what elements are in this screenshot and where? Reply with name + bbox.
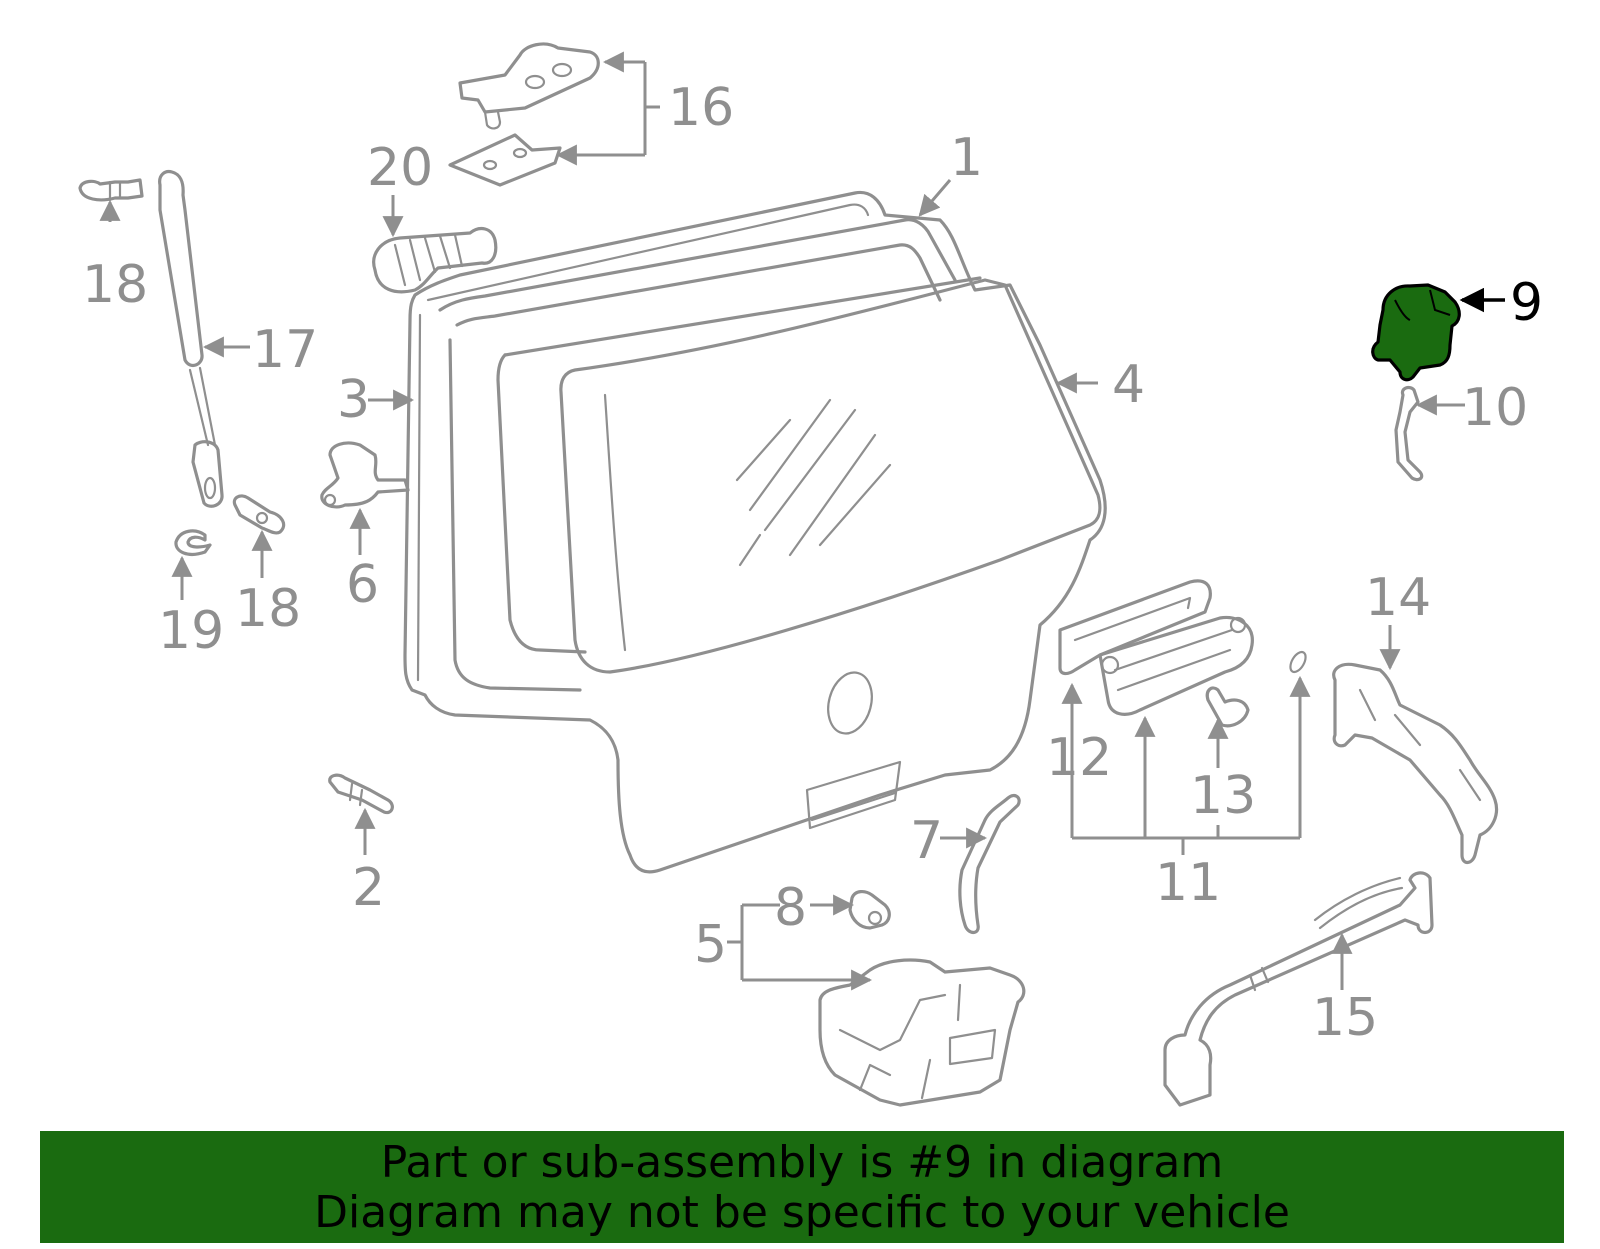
callout-6: 6 bbox=[346, 555, 379, 615]
rod-7 bbox=[958, 793, 1021, 935]
seal-11 bbox=[1289, 650, 1307, 674]
striker-6 bbox=[320, 441, 410, 509]
banner-line-disclaimer: Diagram may not be specific to your vehi… bbox=[314, 1187, 1290, 1238]
handle-bezel-12 bbox=[1058, 579, 1212, 676]
liftgate-assembly bbox=[403, 190, 1107, 874]
wiring-tube-20 bbox=[372, 226, 498, 294]
callout-18-upper: 18 bbox=[82, 255, 148, 315]
callout-labels: 16 20 1 18 17 3 4 6 18 19 2 7 8 5 12 13 … bbox=[82, 78, 1543, 1048]
callout-11: 11 bbox=[1155, 853, 1221, 913]
callout-2: 2 bbox=[352, 858, 385, 918]
door-lock-actuator-9 bbox=[1371, 283, 1461, 382]
callout-16: 16 bbox=[668, 78, 734, 138]
callout-7: 7 bbox=[910, 811, 943, 871]
actuator-rod-10 bbox=[1394, 385, 1424, 482]
lock-14 bbox=[1332, 662, 1499, 865]
callout-8: 8 bbox=[774, 878, 807, 938]
callout-5: 5 bbox=[694, 915, 727, 975]
cable-15 bbox=[1163, 871, 1434, 1107]
callout-10: 10 bbox=[1462, 378, 1528, 438]
info-banner: Part or sub-assembly is #9 in diagram Di… bbox=[40, 1131, 1564, 1243]
callout-20: 20 bbox=[367, 138, 433, 198]
hinge-16 bbox=[448, 42, 600, 187]
leader-lines bbox=[99, 51, 1505, 991]
callout-4: 4 bbox=[1112, 355, 1145, 415]
callout-13: 13 bbox=[1190, 766, 1256, 826]
callout-9: 9 bbox=[1510, 273, 1543, 333]
latch-5 bbox=[818, 958, 1026, 1107]
callout-1: 1 bbox=[950, 128, 983, 188]
callout-15: 15 bbox=[1312, 988, 1378, 1048]
clip-19 bbox=[174, 529, 212, 556]
handle-11 bbox=[1098, 615, 1254, 716]
callout-18-lower: 18 bbox=[235, 579, 301, 639]
callout-3: 3 bbox=[337, 370, 370, 430]
callout-17: 17 bbox=[252, 320, 318, 380]
callout-14: 14 bbox=[1365, 568, 1431, 628]
banner-line-part: Part or sub-assembly is #9 in diagram bbox=[380, 1137, 1224, 1188]
switch-8 bbox=[848, 890, 891, 930]
callout-19: 19 bbox=[158, 601, 224, 661]
callout-12: 12 bbox=[1046, 728, 1112, 788]
gas-strut-17 bbox=[158, 169, 224, 508]
clip-13 bbox=[1205, 686, 1250, 728]
bumper-stop-2 bbox=[328, 773, 394, 815]
ball-stud-18-lower bbox=[232, 494, 286, 535]
ball-stud-18-upper bbox=[78, 178, 144, 202]
